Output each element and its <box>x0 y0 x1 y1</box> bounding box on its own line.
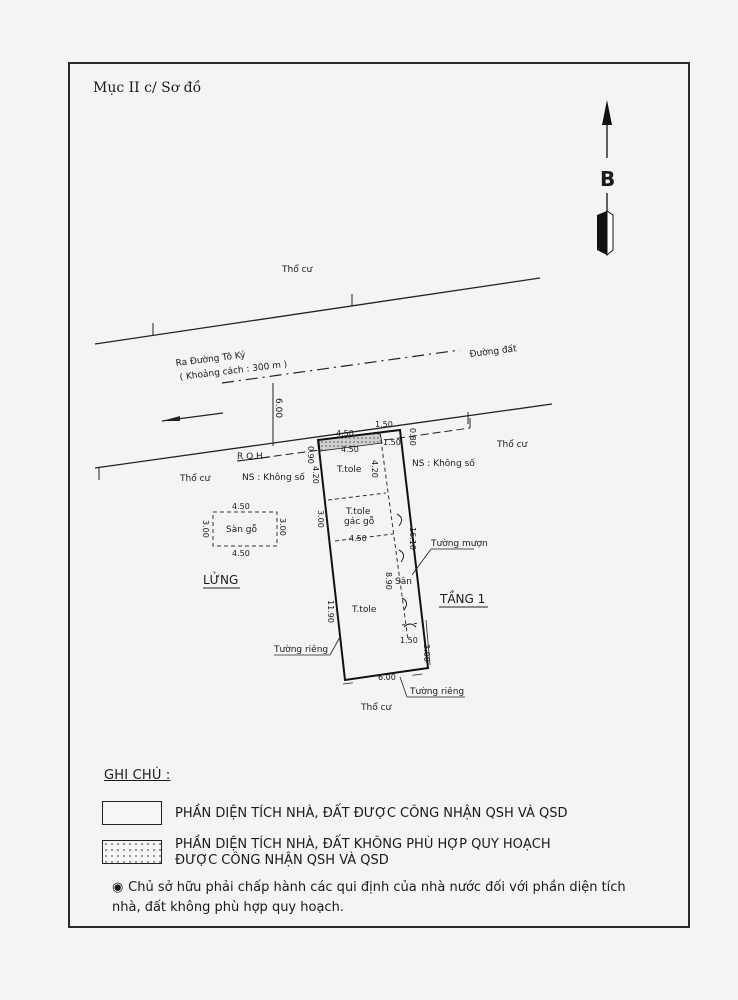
svg-text:4.50: 4.50 <box>336 429 354 438</box>
svg-text:NS : Không số: NS : Không số <box>242 472 305 483</box>
svg-text:Sân: Sân <box>395 577 412 587</box>
svg-text:3.00: 3.00 <box>201 520 210 538</box>
svg-text:6.00: 6.00 <box>378 673 396 682</box>
svg-text:T.tole: T.tole <box>351 605 377 615</box>
svg-text:NS : Không số: NS : Không số <box>412 458 475 469</box>
svg-text:3.00: 3.00 <box>278 518 287 536</box>
svg-text:8.90: 8.90 <box>384 572 393 590</box>
legend-text-dotted-line1: PHẦN DIỆN TÍCH NHÀ, ĐẤT KHÔNG PHÙ HỢP QU… <box>175 837 551 852</box>
svg-text:Thổ cư: Thổ cư <box>496 439 529 450</box>
note-text: Chủ sở hữu phải chấp hành các qui định c… <box>112 880 626 915</box>
svg-text:11.90: 11.90 <box>326 600 335 623</box>
svg-text:Đường đất: Đường đất <box>469 343 518 360</box>
svg-text:4.20: 4.20 <box>311 466 320 484</box>
legend-title: GHI CHÚ : <box>104 768 171 783</box>
north-arrow-icon: B <box>597 100 615 257</box>
svg-text:3.00: 3.00 <box>422 644 431 662</box>
svg-text:16.10: 16.10 <box>408 527 417 550</box>
svg-text:T.tole: T.tole <box>345 507 371 517</box>
svg-text:6.00: 6.00 <box>273 398 283 418</box>
svg-text:Tường mượn: Tường mượn <box>430 538 488 549</box>
svg-text:0.90: 0.90 <box>306 446 315 464</box>
svg-text:T.tole: T.tole <box>336 465 362 475</box>
drawing-frame <box>68 62 690 928</box>
svg-text:4.50: 4.50 <box>232 502 250 511</box>
svg-text:Thổ cư: Thổ cư <box>360 702 393 713</box>
svg-text:4.50: 4.50 <box>349 534 367 543</box>
svg-text:Tường riêng: Tường riêng <box>409 686 464 697</box>
legend-text-solid: PHẦN DIỆN TÍCH NHÀ, ĐẤT ĐƯỢC CÔNG NHẬN Q… <box>175 806 568 821</box>
legend-swatch-solid <box>102 801 162 825</box>
svg-text:LỬNG: LỬNG <box>203 571 238 587</box>
svg-text:Sàn gỗ: Sàn gỗ <box>226 524 258 535</box>
legend-note: ◉ Chủ sở hữu phải chấp hành các qui định… <box>112 878 632 918</box>
svg-text:1.50: 1.50 <box>375 420 393 429</box>
section-title: Mục II c/ Sơ đồ <box>93 80 202 96</box>
svg-text:4.50: 4.50 <box>232 549 250 558</box>
legend-text-dotted-line2: ĐƯỢC CÔNG NHẬN QSH VÀ QSD <box>175 853 389 868</box>
svg-text:0.80: 0.80 <box>408 428 417 446</box>
svg-text:1.50: 1.50 <box>400 636 418 645</box>
svg-text:4.20: 4.20 <box>370 460 379 478</box>
svg-text:Tường riêng: Tường riêng <box>273 644 328 655</box>
svg-text:4.50: 4.50 <box>341 445 359 454</box>
svg-text:Thổ cư: Thổ cư <box>179 473 212 484</box>
svg-text:Thổ cư: Thổ cư <box>281 264 314 275</box>
svg-text:TẦNG 1: TẦNG 1 <box>439 590 485 606</box>
svg-text:gác gỗ: gác gỗ <box>344 516 375 527</box>
svg-text:3.00: 3.00 <box>316 510 325 528</box>
bullet-icon: ◉ <box>112 880 124 895</box>
north-label: B <box>600 167 615 191</box>
svg-text:R Q H: R Q H <box>237 452 263 462</box>
svg-text:1.50: 1.50 <box>383 438 401 447</box>
legend-swatch-dotted <box>102 840 162 864</box>
